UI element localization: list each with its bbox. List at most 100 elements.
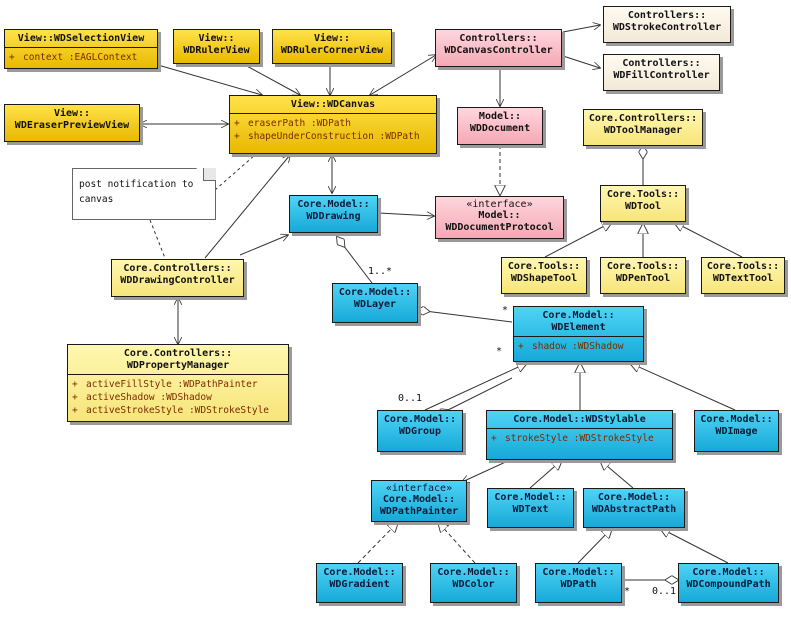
- class-attribute: + activeShadow :WDShadow: [72, 391, 284, 404]
- class-wdpath[interactable]: Core.Model:: WDPath: [535, 563, 622, 603]
- class-wdtext[interactable]: Core.Model:: WDText: [487, 488, 574, 528]
- class-title: Core.Controllers:: WDPropertyManager: [123, 348, 233, 371]
- class-wdcolor[interactable]: Core.Model:: WDColor: [430, 563, 517, 603]
- class-wdtoolmanager[interactable]: Core.Controllers:: WDToolManager: [583, 109, 703, 146]
- class-wdselectionview[interactable]: View::WDSelectionView +context :EAGLCont…: [4, 29, 158, 69]
- class-wdlayer[interactable]: Core.Model:: WDLayer: [332, 283, 418, 323]
- class-wdstrokecontroller[interactable]: Controllers:: WDStrokeController: [603, 6, 731, 43]
- visibility-marker: +: [234, 131, 240, 142]
- class-wdabstractpath[interactable]: Core.Model:: WDAbstractPath: [583, 488, 685, 528]
- class-wdcanvas[interactable]: View::WDCanvas +eraserPath :WDPath+shape…: [229, 95, 437, 154]
- edge-drawingcontroller-drawing: [239, 235, 288, 256]
- class-title: Model:: WDDocumentProtocol: [445, 210, 554, 233]
- class-wdstylable[interactable]: Core.Model::WDStylable + strokeStyle :WDS…: [486, 410, 673, 460]
- attribute-text: activeStrokeStyle :WDStrokeStyle: [86, 405, 270, 416]
- visibility-marker: +: [518, 341, 524, 352]
- multiplicity-element-group-many: *: [496, 346, 503, 357]
- edge-note-canvas: [214, 154, 256, 191]
- class-attributes: + strokeStyle :WDStrokeStyle: [487, 428, 672, 447]
- class-attributes: + eraserPath :WDPath + shapeUnderConstructi…: [230, 113, 436, 145]
- class-title: Core.Tools:: WDPenTool: [606, 261, 680, 284]
- class-title: Core.Model:: WDAbstractPath: [591, 492, 677, 515]
- class-title: Core.Controllers:: WDDrawingController: [120, 263, 235, 286]
- class-wdfillcontroller[interactable]: Controllers:: WDFillController: [603, 54, 720, 91]
- class-wderaserpreviewview[interactable]: View:: WDEraserPreviewView: [4, 104, 140, 142]
- attribute-text: shadow :WDShadow: [532, 341, 624, 352]
- class-stereotype: «interface»: [385, 483, 453, 494]
- edge-texttool-tool: [674, 222, 743, 258]
- class-title: Core.Model:: WDDrawing: [297, 199, 370, 222]
- class-title: Controllers:: WDFillController: [613, 58, 710, 81]
- class-wdrulerview[interactable]: View:: WDRulerView: [173, 29, 260, 64]
- edge-canvas-ruler: [244, 64, 300, 95]
- class-title: View::WDSelectionView: [17, 33, 145, 44]
- edge-group-element: [424, 363, 527, 411]
- attribute-text: shapeUnderConstruction :WDPath: [248, 131, 420, 142]
- class-wdpentool[interactable]: Core.Tools:: WDPenTool: [600, 257, 686, 294]
- class-wddocumentprotocol[interactable]: «interface» Model:: WDDocumentProtocol: [435, 196, 564, 239]
- class-wdpathpainter[interactable]: «interface» Core.Model:: WDPathPainter: [371, 480, 467, 522]
- attribute-text: strokeStyle :WDStrokeStyle: [505, 433, 654, 444]
- class-attribute: +context :EAGLContext: [9, 51, 153, 64]
- class-title: Core.Tools:: WDTool: [606, 189, 680, 212]
- class-wdcompoundpath[interactable]: Core.Model:: WDCompoundPath: [678, 563, 779, 603]
- edge-gradient-pathpainter: [357, 522, 398, 564]
- edge-compound-abstractpath: [660, 528, 729, 564]
- multiplicity-layer-element: *: [502, 305, 509, 316]
- edge-image-element: [630, 363, 736, 411]
- class-attributes: +context :EAGLContext: [5, 47, 157, 66]
- class-attributes: + shadow :WDShadow: [514, 336, 643, 355]
- visibility-marker: +: [72, 392, 78, 403]
- class-wdtool[interactable]: Core.Tools:: WDTool: [600, 185, 686, 222]
- class-title: Core.Controllers:: WDToolManager: [588, 113, 698, 136]
- class-title: Controllers:: WDCanvasController: [444, 33, 553, 56]
- edge-canvas-selection: [157, 64, 262, 95]
- attribute-text: activeShadow :WDShadow: [86, 392, 212, 403]
- class-title: Core.Model:: WDPath: [542, 567, 615, 590]
- edge-shapetool-tool: [544, 222, 612, 258]
- attribute-text: activeFillStyle :WDPathPainter: [86, 379, 258, 390]
- class-title: Core.Model::WDStylable: [513, 414, 646, 425]
- class-attribute: + eraserPath :WDPath: [234, 117, 432, 130]
- class-title: View:: WDRulerView: [183, 33, 250, 56]
- edge-abstractpath-stylable: [600, 460, 634, 489]
- class-title: Model:: WDDocument: [469, 111, 531, 134]
- class-wddocument[interactable]: Model:: WDDocument: [457, 107, 543, 145]
- class-wdrulercornerview[interactable]: View:: WDRulerCornerView: [272, 29, 392, 64]
- class-attribute: + shapeUnderConstruction :WDPath: [234, 130, 432, 143]
- attribute-text: eraserPath :WDPath: [248, 118, 351, 129]
- class-title: Core.Tools:: WDShapeTool: [507, 261, 581, 284]
- edge-layer-drawing: [337, 237, 373, 284]
- class-title: Core.Model:: WDCompoundPath: [686, 567, 771, 590]
- class-title: View:: WDEraserPreviewView: [14, 108, 130, 131]
- class-wdcanvascontroller[interactable]: Controllers:: WDCanvasController: [435, 29, 562, 67]
- class-title: Core.Model:: WDElement: [542, 310, 615, 333]
- class-title: View:: WDRulerCornerView: [280, 33, 384, 56]
- class-wdelement[interactable]: Core.Model:: WDElement + shadow :WDShadow: [513, 306, 644, 362]
- edge-path-abstractpath: [577, 528, 612, 564]
- class-wdgradient[interactable]: Core.Model:: WDGradient: [316, 563, 403, 603]
- class-title: View::WDCanvas: [290, 99, 376, 110]
- class-wddrawing[interactable]: Core.Model:: WDDrawing: [289, 195, 378, 233]
- edge-canvas-drawingcontroller: [204, 155, 290, 259]
- class-attribute: + shadow :WDShadow: [518, 340, 639, 353]
- class-wddrawingcontroller[interactable]: Core.Controllers:: WDDrawingController: [111, 259, 244, 297]
- edge-color-pathpainter: [438, 522, 476, 564]
- class-title: Core.Model:: WDPathPainter: [379, 494, 459, 517]
- edge-canvas-canvascontroller: [370, 55, 436, 95]
- class-title: Core.Model:: WDImage: [700, 414, 773, 437]
- class-title: Core.Model:: WDGradient: [323, 567, 396, 590]
- edge-element-layer: [417, 310, 513, 323]
- visibility-marker: +: [72, 379, 78, 390]
- visibility-marker: +: [234, 118, 240, 129]
- class-wdimage[interactable]: Core.Model:: WDImage: [694, 410, 779, 452]
- class-wdtexttool[interactable]: Core.Tools:: WDTextTool: [701, 257, 785, 294]
- class-wdpropertymanager[interactable]: Core.Controllers:: WDPropertyManager +ac…: [67, 344, 289, 422]
- visibility-marker: +: [491, 433, 497, 444]
- class-attribute: + activeFillStyle :WDPathPainter: [72, 378, 284, 391]
- class-title: Core.Model:: WDColor: [437, 567, 510, 590]
- class-title: Controllers:: WDStrokeController: [612, 10, 722, 33]
- class-wdshapetool[interactable]: Core.Tools:: WDShapeTool: [501, 257, 587, 294]
- class-wdgroup[interactable]: Core.Model:: WDGroup: [377, 410, 463, 452]
